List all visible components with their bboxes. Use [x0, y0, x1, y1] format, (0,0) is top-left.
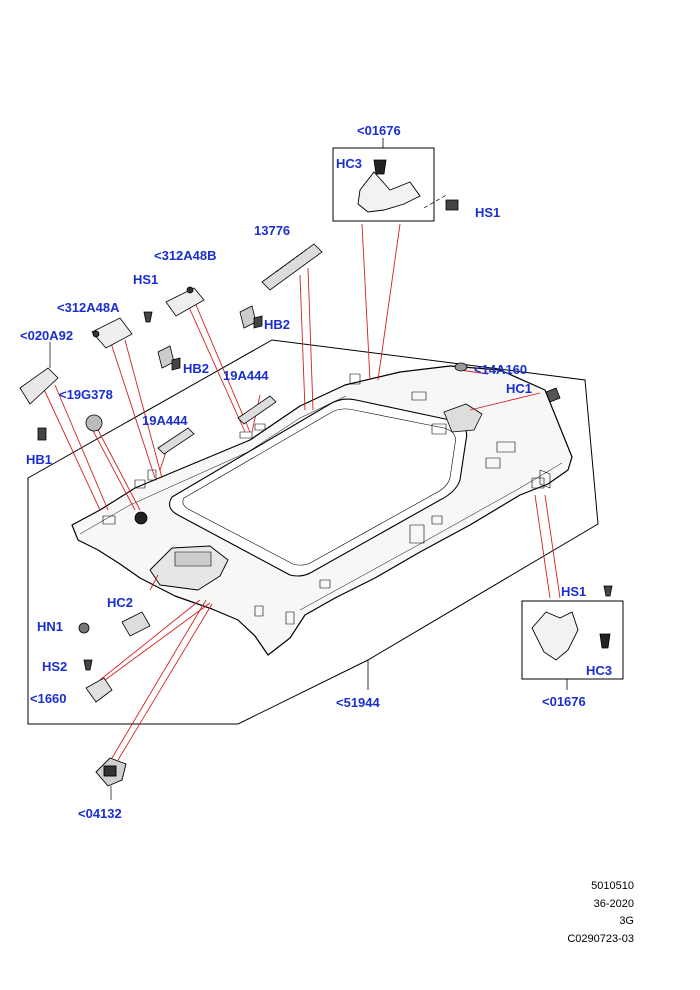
label-hb2-a: HB2	[264, 317, 290, 332]
label-hc2: HC2	[107, 595, 133, 610]
part-04132-lamp	[95, 757, 127, 800]
screw-hs2	[83, 659, 93, 671]
label-14a160: <14A160	[474, 362, 527, 377]
label-51944: <51944	[336, 695, 381, 710]
label-19g378: <19G378	[59, 387, 113, 402]
part-312a48b-bracket	[165, 286, 205, 317]
label-hs1-right: HS1	[561, 584, 586, 599]
clip-hb1	[37, 427, 47, 441]
label-hc3-top: HC3	[336, 156, 362, 171]
label-01676-right: <01676	[542, 694, 586, 709]
label-hs1-top: HS1	[475, 205, 500, 220]
clip-hb2-pair	[157, 305, 263, 371]
label-312a48a: <312A48A	[57, 300, 120, 315]
label-04132: <04132	[78, 806, 122, 821]
label-hb1: HB1	[26, 452, 52, 467]
label-hb2-b: HB2	[183, 361, 209, 376]
label-01676-top: <01676	[357, 123, 401, 138]
clip-hc1	[545, 387, 561, 403]
part-19g378-bumper	[85, 414, 148, 525]
label-hs1-mid: HS1	[133, 272, 158, 287]
drawing-number: 5010510	[591, 880, 634, 892]
red-leader-lines	[41, 223, 561, 761]
label-312a48b: <312A48B	[154, 248, 217, 263]
label-020a92: <020A92	[20, 328, 73, 343]
headliner-panel	[71, 365, 573, 656]
drawing-model-code: 3G	[619, 915, 634, 927]
inset-box-top	[332, 138, 459, 222]
part-14a160	[454, 362, 468, 372]
part-19a444-trims	[157, 395, 277, 455]
inset-box-right	[521, 585, 624, 690]
part-13776-handle	[261, 243, 323, 291]
drawing-reference-block: 5010510 36-2020 3G C0290723-03	[434, 878, 634, 948]
label-hc3-right: HC3	[586, 663, 612, 678]
nut-hn1	[78, 622, 90, 634]
drawing-reference-id: C0290723-03	[567, 932, 634, 945]
label-19a444-b: 19A444	[142, 413, 188, 428]
label-1660: <1660	[30, 691, 67, 706]
clip-hc2	[121, 611, 151, 637]
label-13776: 13776	[254, 223, 290, 238]
assembly-boundary-frame	[27, 339, 599, 725]
screw-hs1-mid	[143, 311, 153, 323]
label-hs2: HS2	[42, 659, 67, 674]
label-hn1: HN1	[37, 619, 63, 634]
part-1660-bracket	[85, 677, 113, 703]
part-020a92-bracket	[19, 342, 59, 405]
label-19a444-a: 19A444	[223, 368, 269, 383]
label-hc1: HC1	[506, 381, 532, 396]
part-312a48a-bracket	[91, 317, 133, 349]
drawing-date-code: 36-2020	[593, 897, 634, 910]
